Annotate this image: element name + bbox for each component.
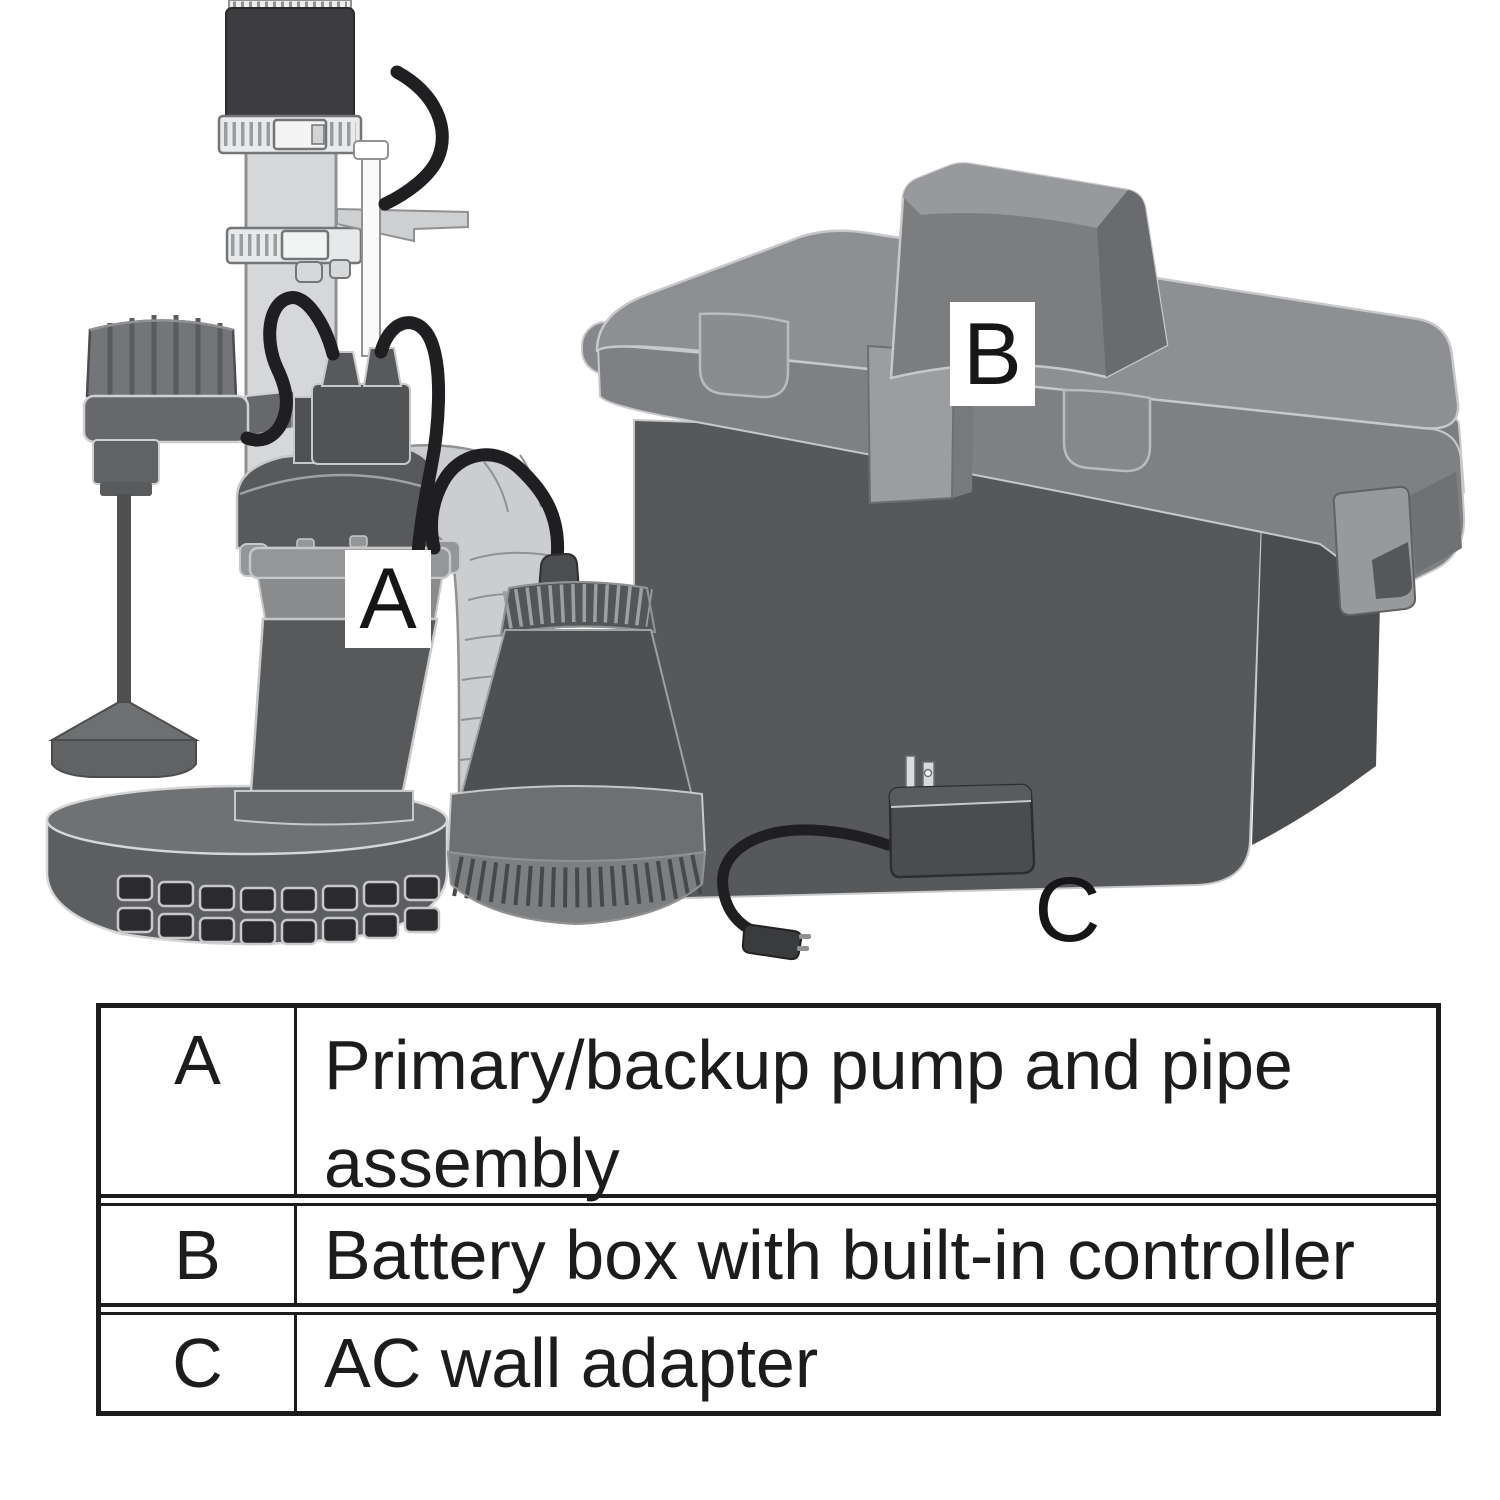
crown-outline xyxy=(499,581,657,636)
box-handle-side xyxy=(1097,190,1167,377)
row-key: C xyxy=(101,1315,297,1411)
callout-label-b: B xyxy=(950,302,1035,406)
ac-wall-adapter xyxy=(717,755,1036,961)
discharge-pipe-assembly xyxy=(217,0,469,514)
lid-tab-right xyxy=(1062,388,1152,473)
float-switch-cable xyxy=(240,291,340,447)
table-row: B Battery box with built-in controller xyxy=(101,1203,1436,1307)
lid-tab-left xyxy=(698,312,790,399)
row-key: A xyxy=(101,1008,297,1194)
skirt xyxy=(446,785,707,864)
pump-base-platform xyxy=(45,784,449,946)
row-description: Primary/backup pump and pipe assembly xyxy=(324,1026,1293,1202)
cord-terminal xyxy=(362,347,403,387)
table-row: C AC wall adapter xyxy=(101,1312,1436,1411)
flange-bolt xyxy=(349,535,368,548)
backup-pump xyxy=(424,448,707,926)
row-description: AC wall adapter xyxy=(324,1324,819,1402)
motor-cap xyxy=(311,383,411,465)
cap-ribs xyxy=(107,315,223,407)
pump-power-cables xyxy=(240,291,446,561)
cord-terminal xyxy=(320,351,362,387)
clamp-bolt xyxy=(329,259,351,279)
check-valve-coupling xyxy=(225,7,355,121)
plug-pin xyxy=(797,946,809,951)
primary-pump-cable xyxy=(374,316,446,561)
clamp-bolt xyxy=(295,261,323,283)
cable-boot xyxy=(537,552,581,591)
pump-foot xyxy=(234,790,414,826)
vertical-float-switch xyxy=(48,315,369,778)
callout-label-c: C xyxy=(1034,858,1101,961)
tether-rod-cap xyxy=(353,140,389,160)
barrel-plug xyxy=(741,923,803,961)
row-key: B xyxy=(101,1206,297,1303)
float-body xyxy=(51,739,197,778)
pump-dome-edge xyxy=(239,473,435,496)
plug-pin xyxy=(799,934,811,939)
skirt-ribs xyxy=(452,854,704,908)
row-description: Battery box with built-in controller xyxy=(324,1215,1355,1294)
switch-cable xyxy=(378,65,449,211)
backup-cable xyxy=(424,448,565,567)
float-rod xyxy=(117,494,131,704)
adapter-top-edge xyxy=(890,800,1032,808)
switch-neck-step xyxy=(100,482,152,496)
side-handle-face xyxy=(1409,472,1462,574)
clamp-screw xyxy=(311,124,325,145)
table-row: A Primary/backup pump and pipe assembly xyxy=(101,1008,1436,1202)
side-handle-notch xyxy=(1372,542,1412,599)
hose-clamp-upper xyxy=(217,114,363,155)
callout-label-a: A xyxy=(345,550,431,648)
adapter-cord xyxy=(717,824,894,938)
switch-neck xyxy=(92,439,160,485)
cap-top-edge xyxy=(89,319,234,332)
skirt-base-outline xyxy=(446,850,707,926)
primary-pump xyxy=(234,347,461,826)
tether-rod xyxy=(361,155,381,357)
clamp-buckle xyxy=(280,229,330,261)
float-cone xyxy=(48,701,200,741)
prong-hole xyxy=(923,768,933,778)
collar xyxy=(82,394,250,444)
base-intake-grille xyxy=(116,874,441,946)
adapter-top-strip xyxy=(889,784,1031,807)
legend-table: A Primary/backup pump and pipe assembly … xyxy=(96,1003,1441,1416)
box-handle-top xyxy=(903,163,1128,228)
